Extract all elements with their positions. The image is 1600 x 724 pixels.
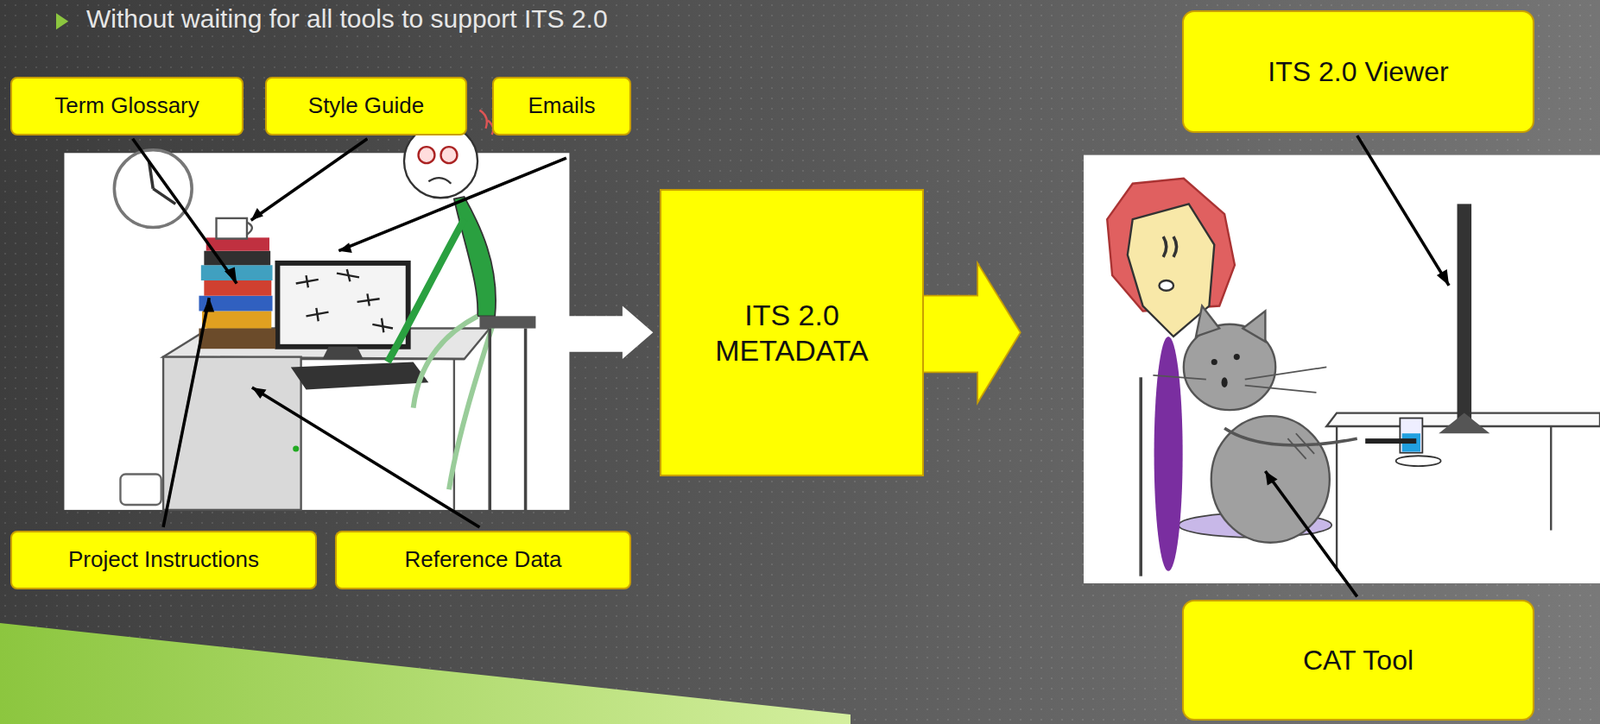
stressed-translator-drawing-part-part: [306, 275, 309, 288]
box-text: Term Glossary: [54, 92, 200, 120]
relaxed-translator-drawing-part: [1158, 280, 1174, 291]
stressed-translator-drawing-part: [296, 269, 393, 333]
relaxed-translator-drawing-part: [1549, 426, 1552, 532]
stressed-translator-drawing-part: [152, 189, 176, 205]
leader-arrowheads-part: [1436, 269, 1449, 286]
relaxed-translator-drawing-part: [1224, 428, 1358, 446]
callout-box: CAT Tool: [1182, 600, 1535, 721]
stressed-translator-drawing-part: [418, 146, 436, 164]
callout-box: Project Instructions: [10, 531, 317, 590]
stressed-translator-drawing-part: [524, 328, 528, 511]
leader-arrowheads-part: [1264, 471, 1278, 487]
box-text: CAT Tool: [1302, 644, 1414, 677]
callout-box: Reference Data: [335, 531, 632, 590]
stressed-translator-drawing-part: [322, 347, 363, 360]
green-swoosh: [0, 623, 851, 724]
relaxed-translator-drawing-part: [1154, 336, 1183, 572]
stressed-translator-drawing-part: [387, 219, 465, 362]
stressed-translator-drawing-part-part: [366, 293, 369, 306]
box-text: Style Guide: [308, 92, 424, 120]
stressed-translator-drawing-part: [163, 357, 302, 511]
stressed-translator-drawing-part: [202, 310, 272, 329]
relaxed-translator-drawing-part: [1221, 377, 1228, 388]
stressed-translator-drawing-part: [120, 474, 161, 506]
leader-arrowheads-part: [252, 387, 267, 399]
stressed-translator-drawing-part-part: [347, 269, 351, 282]
callout-box: Style Guide: [265, 76, 468, 136]
box-text: ITS 2.0 METADATA: [661, 297, 923, 369]
leader-lines-part: [132, 139, 238, 285]
relaxed-translator-drawing-part: [1365, 438, 1417, 444]
relaxed-translator-drawing-part-part: [1245, 366, 1328, 380]
leader-arrowheads-part: [224, 267, 237, 285]
callout-box: Emails: [492, 76, 632, 136]
relaxed-translator-drawing-part: [1242, 310, 1265, 342]
bullet-triangle: [56, 12, 69, 30]
leader-lines-part: [1264, 471, 1357, 597]
relaxed-translator-drawing-part: [1457, 203, 1473, 424]
leader-lines-part: [338, 158, 567, 252]
yellow-block-arrow: [908, 263, 1021, 404]
stressed-translator-drawing-part-part: [381, 318, 384, 334]
stressed-translator-drawing-part: [441, 146, 458, 164]
relaxed-translator-drawing-part: [1396, 455, 1442, 467]
leader-arrowheads-part: [338, 242, 352, 253]
stressed-translator-drawing-part: [198, 328, 276, 350]
stressed-translator-drawing-part: [113, 150, 192, 228]
stressed-translator-drawing-part: [216, 218, 247, 240]
relaxed-translator-drawing-part: [1399, 418, 1423, 454]
stressed-translator-drawing-part-part: [316, 308, 318, 322]
white-arrow: [566, 306, 653, 360]
leader-lines-part: [1357, 135, 1449, 286]
stressed-translator-drawing-part: [487, 328, 492, 511]
metadata-box: ITS 2.0 METADATA: [659, 189, 924, 477]
bullet-text: Without waiting for all tools to support…: [86, 4, 608, 34]
leader-lines: [132, 135, 1449, 597]
leader-arrowheads-part: [251, 208, 264, 221]
leader-lines-part: [252, 387, 481, 528]
relaxed-translator-drawing-part: [1211, 359, 1218, 366]
relaxed-translator-drawing-part: [1163, 236, 1177, 258]
relaxed-translator-drawing-part: [1335, 426, 1338, 572]
box-text: Project Instructions: [68, 546, 260, 574]
callout-box: ITS 2.0 Viewer: [1182, 10, 1535, 133]
stressed-translator-drawing-part: [479, 316, 536, 329]
stressed-translator-drawing-part: [246, 222, 253, 235]
relaxed-translator-drawing: [1083, 155, 1600, 584]
stressed-translator-drawing-part: [413, 316, 496, 490]
relaxed-translator-drawing-part: [1233, 354, 1240, 361]
box-text: Emails: [527, 92, 595, 120]
box-text: Reference Data: [404, 546, 562, 574]
stressed-translator-drawing-part: [201, 265, 273, 281]
box-text: ITS 2.0 Viewer: [1267, 55, 1449, 89]
stressed-translator-drawing-part: [292, 445, 299, 452]
leader-lines-part: [251, 139, 368, 222]
relaxed-translator-drawing-part: [1195, 306, 1220, 337]
relaxed-translator-drawing-part-part: [1152, 375, 1206, 380]
leader-arrowheads-part: [202, 297, 215, 313]
stressed-translator-drawing-part: [453, 359, 456, 511]
relaxed-translator-drawing-part: [1138, 377, 1143, 576]
stressed-translator-drawing: [63, 110, 570, 511]
relaxed-translator-drawing-part: [1438, 413, 1490, 435]
relaxed-translator-drawing-part-part: [1245, 385, 1317, 393]
stressed-translator-drawing-part: [454, 196, 496, 317]
stressed-translator-drawing-part: [290, 362, 430, 391]
relaxed-translator-drawing-part: [1211, 416, 1330, 544]
leader-lines-part: [163, 297, 209, 528]
stressed-translator-drawing-part: [428, 177, 451, 184]
stressed-translator-drawing-part: [277, 263, 408, 348]
relaxed-translator-drawing-part: [1083, 155, 1600, 584]
callout-box: Term Glossary: [10, 76, 244, 136]
